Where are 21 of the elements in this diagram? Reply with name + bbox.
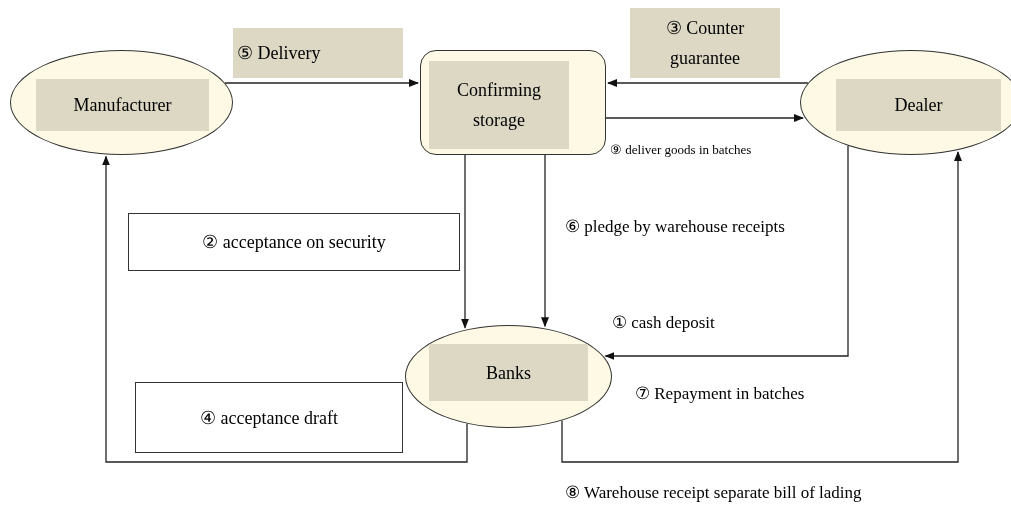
node-text: Banks xyxy=(486,361,531,385)
arrow xyxy=(461,154,469,329)
node-text: ④ acceptance draft xyxy=(200,406,338,430)
arrow xyxy=(605,114,804,122)
arrow xyxy=(604,145,849,360)
node-text: ② acceptance on security xyxy=(202,231,386,254)
arrow xyxy=(224,79,419,87)
label-box xyxy=(630,8,780,78)
node-text: Manufacturer xyxy=(73,94,172,117)
label-box xyxy=(233,28,403,78)
arrow xyxy=(607,79,809,87)
label-box xyxy=(135,382,403,453)
label-box xyxy=(128,213,460,271)
arrow xyxy=(102,155,468,463)
node-text: Confirming storage xyxy=(456,79,542,132)
process-box xyxy=(420,50,606,155)
node-text: Dealer xyxy=(894,94,943,117)
step-label: ⑦ Repayment in batches xyxy=(635,383,806,405)
node-text: ③ Counter guarantee xyxy=(664,17,746,70)
arrow xyxy=(561,151,962,463)
node-text: ⑤ Delivery xyxy=(237,42,321,65)
